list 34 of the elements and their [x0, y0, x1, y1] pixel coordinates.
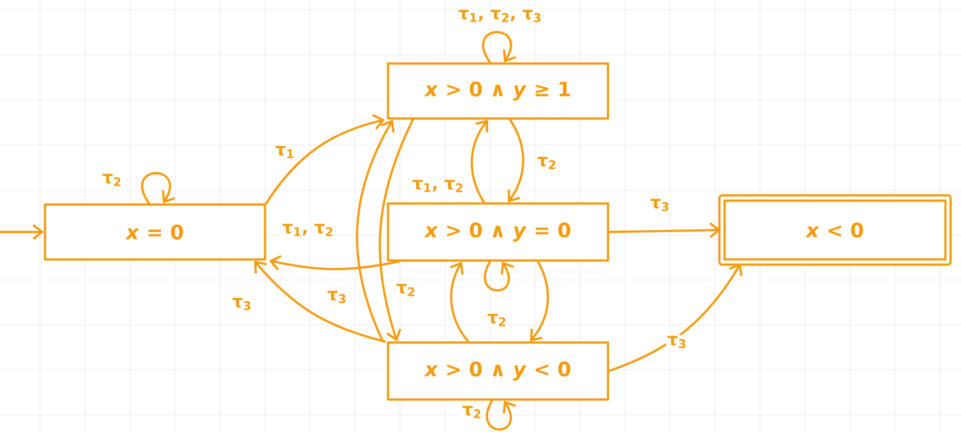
arrow — [254, 260, 386, 342]
arrow — [508, 118, 524, 202]
arrow — [265, 114, 385, 204]
arrow — [484, 260, 514, 292]
edge-label: τ$_{1}$, τ$_{2}$ — [411, 178, 465, 194]
arrow — [470, 120, 488, 204]
arrow — [482, 31, 516, 64]
edge-label: τ$_{2}$ — [461, 404, 483, 420]
edge-label: τ$_{1}$, τ$_{2}$ — [281, 222, 335, 238]
arrow — [269, 255, 400, 270]
arrow — [356, 120, 395, 342]
edge-label: τ$_{2}$ — [101, 172, 123, 188]
edge-label: τ$_{2}$ — [395, 282, 417, 298]
arrow — [450, 262, 470, 342]
edge-label: τ$_{3}$ — [326, 290, 348, 304]
state-box: x > 0 ∧ y < 0 — [386, 341, 610, 401]
arrow — [530, 260, 549, 342]
edge-label: τ$_{3}$ — [649, 198, 671, 212]
arrow — [0, 224, 44, 240]
edge-label: τ$_{2}$ — [486, 312, 508, 328]
state-box: x = 0 — [44, 203, 266, 261]
edge-label: τ$_{2}$ — [536, 156, 558, 170]
edge-label: τ$_{3}$ — [666, 334, 688, 350]
arrow — [608, 222, 721, 238]
edge-label: τ$_{3}$ — [231, 296, 253, 312]
edge-label: τ$_{1}$, τ$_{2}$, τ$_{3}$ — [457, 8, 543, 24]
arrow — [378, 118, 414, 342]
state-box: x > 0 ∧ y ≥ 1 — [386, 62, 610, 120]
arrow — [141, 172, 176, 204]
arrow — [608, 263, 742, 372]
arrow — [486, 400, 516, 431]
edge-label: τ$_{1}$ — [274, 145, 296, 160]
state-box: x < 0 — [718, 194, 952, 266]
state-box: x > 0 ∧ y = 0 — [386, 202, 610, 262]
